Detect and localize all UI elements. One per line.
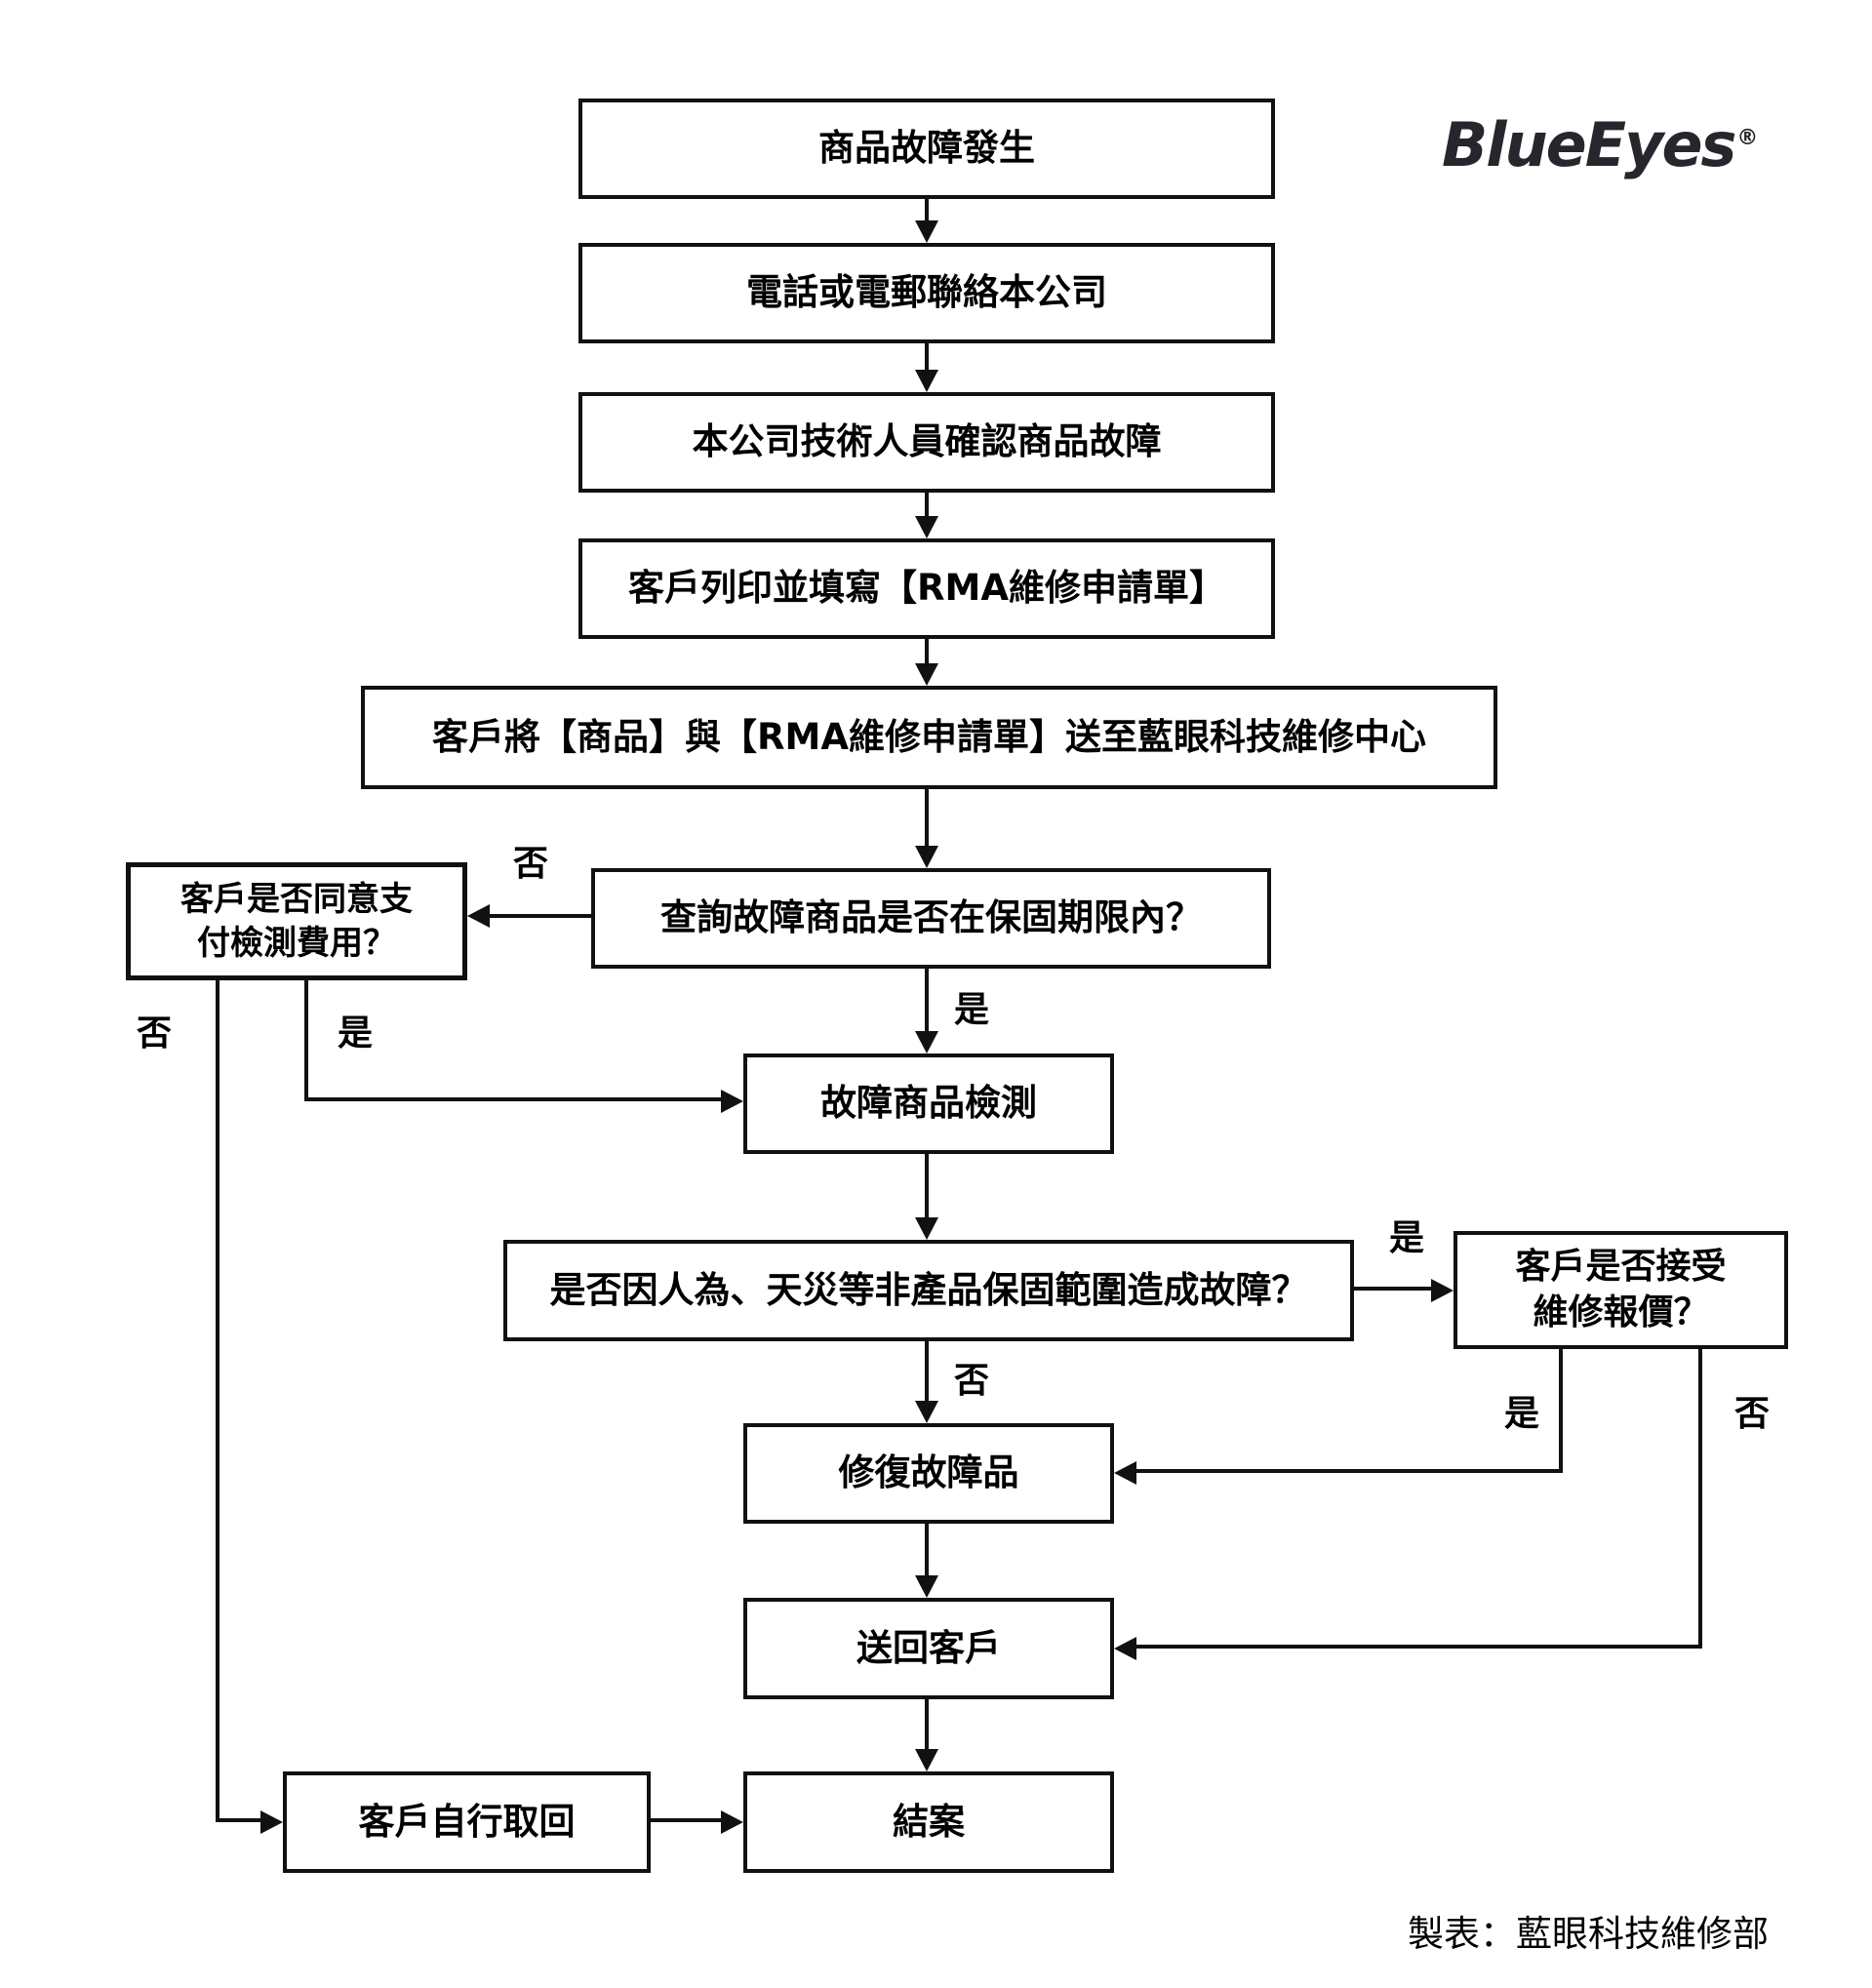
node-quote-accept: 客戶是否接受 維修報價？	[1454, 1231, 1788, 1349]
edge-quote-repair-hline	[1135, 1469, 1563, 1473]
edge-send-warranty-line	[925, 789, 929, 849]
edge-quote-return-vline	[1698, 1349, 1702, 1649]
node-contact: 電話或電郵聯絡本公司	[578, 243, 1275, 343]
edge-quote-repair-vline	[1559, 1349, 1563, 1473]
edge-payfee-inspect-arrowhead	[721, 1090, 743, 1113]
blueeyes-logo: BlueEyes®	[1442, 109, 1758, 180]
node-pay-fee: 客戶是否同意支 付檢測費用？	[126, 862, 467, 980]
edge-label-cause-yes: 是	[1389, 1218, 1425, 1258]
edge-quote-return-arrowhead	[1114, 1637, 1136, 1660]
node-print-rma: 客戶列印並填寫【RMA維修申請單】	[578, 538, 1275, 639]
edge-payfee-inspect-vline	[304, 980, 308, 1101]
edge-label-warranty-no: 否	[513, 844, 549, 884]
node-close: 結案	[743, 1771, 1114, 1873]
edge-label-warranty-yes: 是	[954, 990, 990, 1030]
edge-label-payfee-no: 否	[137, 1014, 173, 1054]
edge-cause-quote-arrowhead	[1431, 1279, 1454, 1302]
edge-pickup-close-line	[651, 1818, 726, 1822]
edge-confirm-print-arrowhead	[915, 516, 938, 538]
edge-repair-return-arrowhead	[915, 1575, 938, 1598]
edge-contact-confirm-line	[925, 343, 929, 373]
edge-warranty-payfee-line	[489, 914, 591, 918]
edge-quote-repair-arrowhead	[1114, 1461, 1136, 1485]
edge-payfee-inspect-hline	[304, 1097, 722, 1101]
node-repair: 修復故障品	[743, 1423, 1114, 1524]
blueeyes-logo-text: BlueEyes	[1442, 109, 1736, 180]
edge-confirm-print-line	[925, 493, 929, 519]
edge-quote-return-hline	[1135, 1645, 1702, 1649]
edge-warranty-inspect-line	[925, 969, 929, 1034]
node-inspect: 故障商品檢測	[743, 1054, 1114, 1154]
edge-cause-repair-arrowhead	[915, 1401, 938, 1423]
registered-trademark-icon: ®	[1736, 126, 1759, 151]
edge-print-send-arrowhead	[915, 663, 938, 686]
edge-label-payfee-yes: 是	[338, 1014, 374, 1054]
node-send-in: 客戶將【商品】與【RMA維修申請單】送至藍眼科技維修中心	[361, 686, 1497, 789]
edge-label-cause-no: 否	[954, 1361, 990, 1401]
edge-cause-repair-line	[925, 1341, 929, 1404]
edge-contact-confirm-arrowhead	[915, 370, 938, 392]
node-warranty-check: 查詢故障商品是否在保固期限內？	[591, 868, 1271, 969]
edge-inspect-cause-arrowhead	[915, 1217, 938, 1240]
node-self-pickup: 客戶自行取回	[283, 1771, 651, 1873]
edge-send-warranty-arrowhead	[915, 846, 938, 868]
node-return: 送回客戶	[743, 1598, 1114, 1699]
edge-start-contact-line	[925, 199, 929, 223]
edge-cause-quote-line	[1354, 1287, 1432, 1291]
edge-payfee-pickup-hline	[216, 1818, 265, 1822]
edge-return-close-line	[925, 1699, 929, 1752]
edge-start-contact-arrowhead	[915, 220, 938, 243]
edge-return-close-arrowhead	[915, 1749, 938, 1771]
edge-pickup-close-arrowhead	[721, 1810, 743, 1834]
node-confirm: 本公司技術人員確認商品故障	[578, 392, 1275, 493]
edge-payfee-pickup-arrowhead	[260, 1810, 283, 1834]
edge-label-quote-yes: 是	[1504, 1394, 1540, 1434]
edge-inspect-cause-line	[925, 1154, 929, 1220]
edge-repair-return-line	[925, 1524, 929, 1578]
edge-payfee-pickup-vline	[216, 980, 219, 1820]
node-cause-check: 是否因人為、天災等非產品保固範圍造成故障？	[503, 1240, 1354, 1341]
edge-warranty-inspect-arrowhead	[915, 1031, 938, 1054]
credit-text: 製表：藍眼科技維修部	[1408, 1913, 1769, 1955]
node-start: 商品故障發生	[578, 99, 1275, 199]
edge-warranty-payfee-arrowhead	[467, 904, 490, 928]
edge-label-quote-no: 否	[1734, 1394, 1771, 1434]
edge-print-send-line	[925, 639, 929, 666]
